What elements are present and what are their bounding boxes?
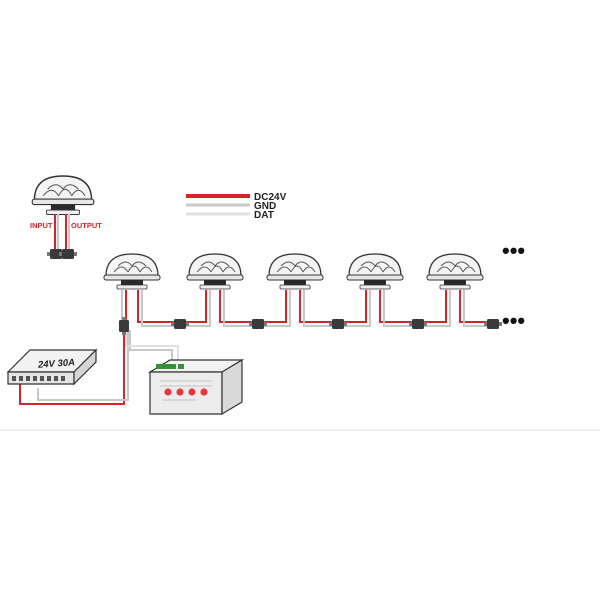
controller-button-3[interactable] — [188, 388, 196, 396]
power-supply-label: 24V 30A — [37, 357, 76, 371]
controller-button-4[interactable] — [200, 388, 208, 396]
chain-light-3 — [266, 253, 324, 290]
chain-wiring — [19, 290, 488, 405]
more-lights-indicator-top: ••• — [502, 238, 525, 263]
controller-buttons — [164, 388, 208, 396]
input-label: INPUT — [30, 221, 53, 230]
more-lights-indicator-bottom: ••• — [502, 308, 525, 333]
legend: DC24V GND DAT — [186, 192, 287, 221]
controller-button-2[interactable] — [176, 388, 184, 396]
legend-label-dat: DAT — [254, 210, 274, 221]
power-supply — [6, 348, 98, 386]
output-label: OUTPUT — [71, 221, 102, 230]
chain-light-2 — [186, 253, 244, 290]
controller-button-1[interactable] — [164, 388, 172, 396]
legend-label-dc24v: DC24V — [254, 192, 287, 203]
chain-light-5 — [426, 253, 484, 290]
detail-light-fixture — [31, 175, 95, 259]
legend-label-gnd: GND — [254, 201, 276, 212]
chain-light-4 — [346, 253, 404, 290]
chain-light-1 — [103, 253, 161, 290]
controller — [147, 358, 245, 416]
